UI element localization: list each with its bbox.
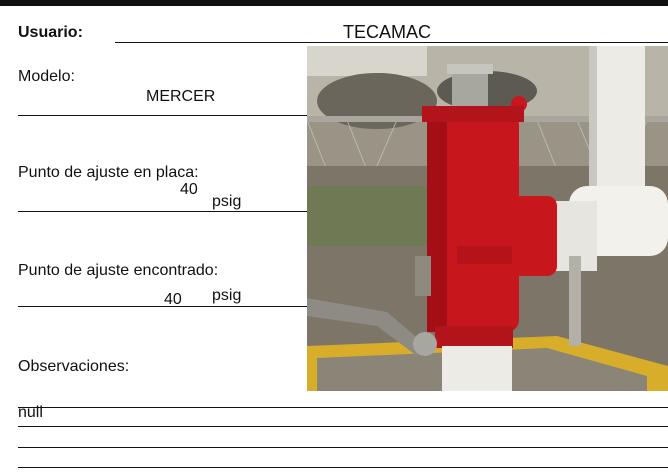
observaciones-label: Observaciones:	[18, 358, 130, 375]
observaciones-line-3	[18, 447, 668, 448]
relief-valve-illustration	[307, 46, 668, 391]
observaciones-line-1	[18, 407, 668, 408]
observaciones-line-2	[18, 426, 668, 427]
punto-placa-line	[18, 211, 307, 212]
punto-placa-label: Punto de ajuste en placa:	[18, 164, 199, 181]
modelo-line	[18, 115, 307, 116]
top-border	[0, 0, 668, 6]
punto-placa-unit: psig	[212, 193, 242, 210]
usuario-value: TECAMAC	[343, 22, 432, 42]
relief-valve-photo	[307, 46, 668, 391]
punto-encontrado-line	[18, 306, 307, 307]
punto-encontrado-unit: psig	[212, 287, 242, 304]
usuario-label: Usuario:	[18, 24, 83, 41]
usuario-line	[115, 42, 668, 43]
observaciones-line-4	[18, 467, 668, 468]
modelo-value: MERCER	[146, 88, 216, 105]
observaciones-value: null	[18, 404, 43, 421]
punto-placa-value: 40	[180, 181, 198, 198]
modelo-label: Modelo:	[18, 68, 75, 85]
punto-encontrado-value: 40	[164, 291, 182, 308]
punto-encontrado-label: Punto de ajuste encontrado:	[18, 262, 219, 279]
